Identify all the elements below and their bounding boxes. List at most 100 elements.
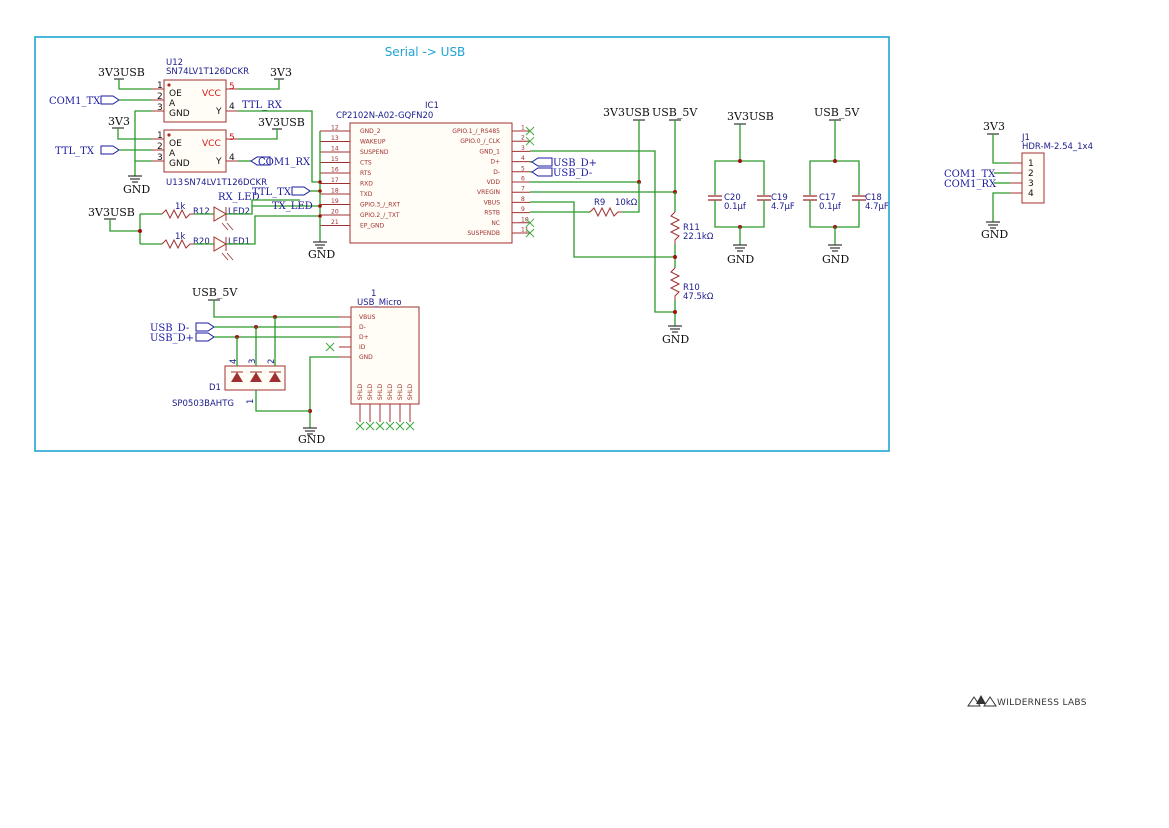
c19-value: 4.7µF <box>771 202 795 212</box>
d1-value: SP0503BAHTG <box>172 399 234 409</box>
r11-value: 22.1kΩ <box>683 232 714 242</box>
usb-vbus-power-label: USB_5V <box>192 286 238 299</box>
ic1-pin-number: 5 <box>521 165 525 172</box>
tx-led-label: TX_LED <box>272 201 313 212</box>
u12-pin5-num: 5 <box>229 82 235 92</box>
r20-value: 1k <box>175 232 185 242</box>
usb-dp-port-left <box>195 332 215 342</box>
u12-pin3-num: 3 <box>157 103 163 113</box>
u13-pin-gnd: GND <box>169 159 190 169</box>
d1-pin2: 2 <box>267 359 277 364</box>
r9-ref: R9 <box>594 198 605 208</box>
rx-led-label: RX_LED <box>218 192 260 203</box>
ic1-pin-name: GPIO.0_/_CLK <box>460 138 501 145</box>
u13-pin-vcc: VCC <box>202 139 221 149</box>
ic1-pin-number: 17 <box>331 177 339 184</box>
r10-value: 47.5kΩ <box>683 292 714 302</box>
r12-value: 1k <box>175 202 185 212</box>
u13-pin-oe: OE <box>169 139 182 149</box>
u13-ref: U13 <box>166 178 183 188</box>
u13-vcc-power-label: 3V3USB <box>258 116 305 129</box>
ic1-pin-name: VREGIN <box>477 189 500 196</box>
ic1-pin-number: 12 <box>331 125 339 132</box>
ic1-pin-name: RTS <box>360 170 371 177</box>
usb-dp-port <box>531 157 553 167</box>
r12-resistor <box>161 208 194 220</box>
ic1-vregin-power-label: USB_5V <box>652 106 698 119</box>
ic1-pin-number: 18 <box>331 188 339 195</box>
r11-resistor <box>669 211 681 244</box>
section-frame <box>34 36 890 452</box>
led-section: 3V3USB 1k R12 LED2 RX_LED 1k R20 <box>88 186 320 261</box>
no-connect-marker <box>525 126 535 136</box>
ic1-pin-name: GPIO.1_/_RS485 <box>452 128 500 135</box>
ic1-pin-name: GND_1 <box>479 148 500 155</box>
usb-dp-label-ic: USB_D+ <box>553 158 597 169</box>
usb-dp-label-left: USB_D+ <box>150 333 194 344</box>
no-connect-marker <box>375 421 385 431</box>
ic1-pin-name: TXD <box>359 191 373 198</box>
ic1-pin-number: 20 <box>331 209 339 216</box>
ic1-right-wiring: USB_D+ USB_D- 3V3USB USB_5V R9 10kΩ R11 … <box>530 106 714 346</box>
usb-pin-name: GND <box>359 354 373 361</box>
d1-ref: D1 <box>209 383 221 393</box>
u13-pin-a: A <box>169 149 176 159</box>
ttl-tx-port-left <box>100 145 120 155</box>
j1-com1-rx-label: COM1_RX <box>944 179 997 190</box>
j1-pin1: 1 <box>1028 159 1034 169</box>
r20-ref: R20 <box>193 237 210 247</box>
c18-ref: C18 <box>865 193 882 203</box>
c17-ref: C17 <box>819 193 836 203</box>
d1-pin4: 4 <box>229 359 239 364</box>
ic1-pin-number: 9 <box>521 206 525 213</box>
usb-pin-name: VBUS <box>359 314 376 321</box>
no-connect-marker <box>385 421 395 431</box>
j1-header: J1 HDR-M-2.54_1x4 1 2 3 4 3V3 COM1_TX CO… <box>944 120 1093 241</box>
cap-bank-usb5v: USB_5V C17 0.1µf C18 4.7µF GND <box>803 106 889 266</box>
usb-shield-pin-name: SHLD <box>377 383 384 400</box>
gnd-label-cap2: GND <box>822 253 849 266</box>
c19-ref: C19 <box>771 193 788 203</box>
ic1-pin-number: 8 <box>521 196 525 203</box>
gnd-label-ic1: GND <box>308 248 335 261</box>
usb-shield-pin-name: SHLD <box>387 383 394 400</box>
u12-pin2-num: 2 <box>157 92 163 102</box>
cap-bank2-power-label: USB_5V <box>814 106 860 119</box>
no-connect-marker <box>355 421 365 431</box>
section-title: Serial -> USB <box>385 45 466 59</box>
cap-bank1-power-label: 3V3USB <box>727 110 774 123</box>
ic1-pin-name: RXD <box>360 181 373 188</box>
r12-ref: R12 <box>193 207 210 217</box>
u13-pin2-num: 2 <box>157 142 163 152</box>
u12-pin-y: Y <box>215 107 222 117</box>
ic1-pin-name: CTS <box>360 160 372 167</box>
d1-tvs-array: 4 3 2 1 D1 SP0503BAHTG <box>172 317 310 412</box>
ttl-rx-label: TTL_RX <box>242 100 283 111</box>
ic1-pin-name: RSTB <box>484 210 500 217</box>
no-connect-marker <box>365 421 375 431</box>
ic1-pin-name: D+ <box>490 159 500 166</box>
u12-pin4-num: 4 <box>229 102 235 112</box>
usb-ref: 1 <box>371 289 376 299</box>
u13-pin4-num: 4 <box>229 153 235 163</box>
j1-com1-tx-label: COM1_TX <box>944 169 996 180</box>
ic1-pin-name: EP_GND <box>360 223 385 230</box>
c18-value: 4.7µF <box>865 202 889 212</box>
ttl-tx-label-right: TTL_TX <box>252 187 292 198</box>
ic1-pin-name: GPIO.3_/_RXT <box>360 202 400 209</box>
u12-ref: U12 <box>166 58 183 68</box>
usb-pin-name: D+ <box>359 334 369 341</box>
ic1-pin-number: 15 <box>331 156 339 163</box>
logo-text: WILDERNESS LABS <box>997 698 1087 708</box>
r11-ref: R11 <box>683 223 700 233</box>
usb-dm-port <box>531 167 553 177</box>
usb-value: USB_Micro <box>357 298 402 308</box>
j1-ref: J1 <box>1021 133 1030 143</box>
u12-vcc-power-label: 3V3 <box>270 66 292 79</box>
led1-ref: LED1 <box>228 237 250 247</box>
ic1-pin-number: 1 <box>521 125 525 132</box>
usb-shield-pin-name: SHLD <box>367 383 374 400</box>
r10-resistor <box>669 267 681 300</box>
